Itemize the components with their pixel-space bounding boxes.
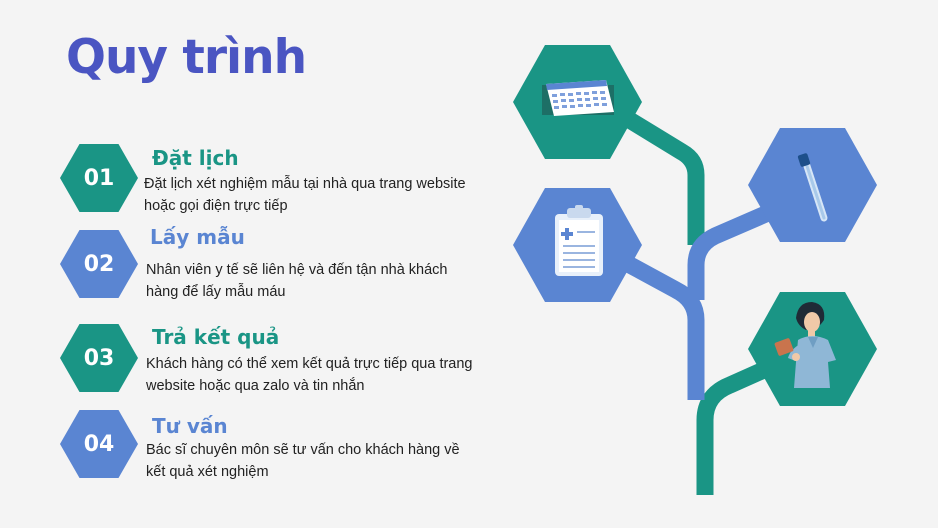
clipboard-icon [555, 205, 603, 276]
page-title: Quy trình [66, 30, 307, 85]
clipboard-hexagon [513, 188, 642, 302]
calendar-icon [542, 80, 614, 116]
step-number-badge: 03 [60, 324, 138, 392]
step-title: Tư vấn [152, 414, 228, 438]
step-description: Khách hàng có thể xem kết quả trực tiếp … [146, 356, 473, 394]
nurse-icon [774, 302, 836, 388]
step-description: Đặt lịch xét nghiệm mẫu tại nhà qua tran… [144, 176, 466, 214]
nurse-hexagon [748, 292, 877, 406]
calendar-hexagon [513, 45, 642, 159]
test-tube-hexagon [748, 128, 877, 242]
step-description: Bác sĩ chuyên môn sẽ tư vấn cho khách hà… [146, 442, 460, 480]
test-tube-icon [797, 153, 828, 222]
tree-branches [605, 100, 779, 495]
step-title: Lấy mẫu [150, 225, 245, 249]
step-description: Nhân viên y tế sẽ liên hệ và đến tận nhà… [146, 262, 448, 300]
step-number-badge: 04 [60, 410, 138, 478]
step-title: Trả kết quả [152, 325, 280, 349]
step-title: Đặt lịch [152, 146, 239, 170]
